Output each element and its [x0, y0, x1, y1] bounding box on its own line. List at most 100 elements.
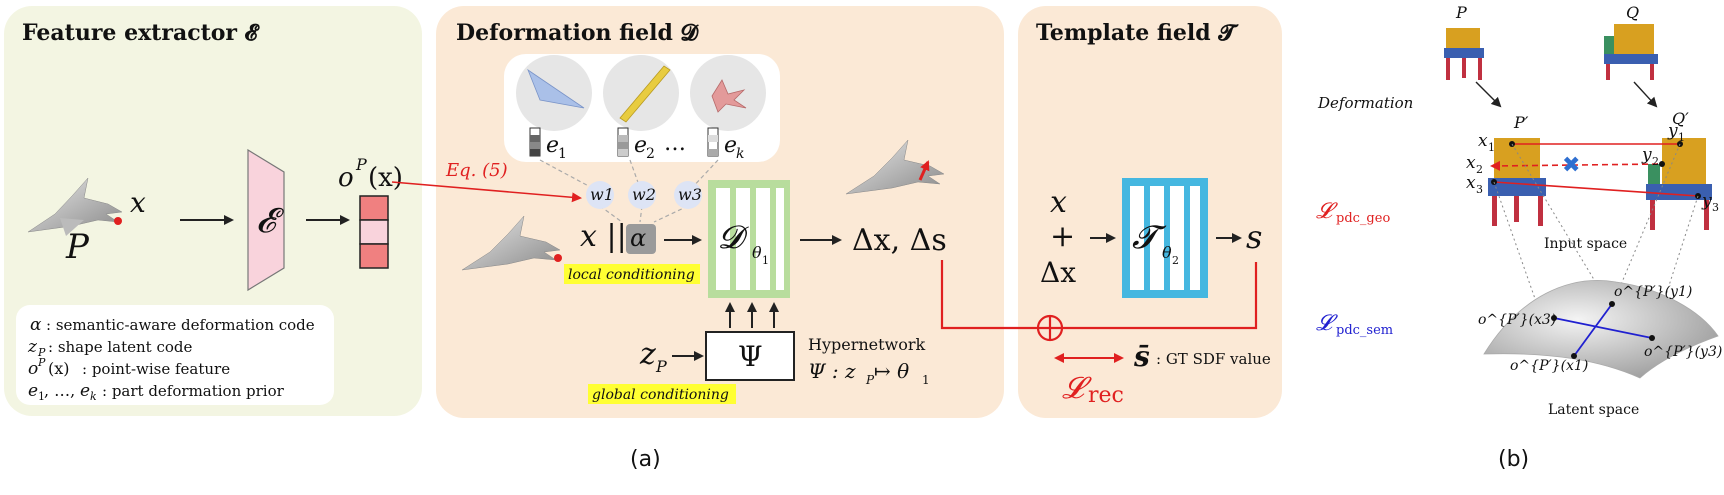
legend-alpha: α : semantic-aware deformation code [30, 315, 315, 335]
svg-text:x: x [1466, 153, 1476, 173]
svg-text:1: 1 [922, 373, 930, 387]
svg-text:k: k [736, 146, 744, 162]
svg-text:Ψ : z: Ψ : z [808, 359, 856, 383]
label-p-prime: P′ [1513, 113, 1529, 132]
legend-e: e 1 , …, e k : part deformation prior [28, 381, 285, 403]
svg-text:: point-wise feature: : point-wise feature [82, 360, 230, 378]
legend-z: z P : shape latent code [27, 337, 193, 359]
latent-line-x3-y3 [1553, 317, 1653, 339]
template-x-label: x [1050, 185, 1067, 220]
latent-point-x1: o^{P′}(x1) [1510, 358, 1588, 374]
legend-o: o P (x) : point-wise feature [28, 356, 230, 379]
chair-q-prime-icon [1646, 138, 1712, 230]
input-space-label: Input space [1544, 236, 1627, 252]
svg-text:w1: w1 [590, 185, 614, 204]
corr-line-2-dashed [1490, 160, 1663, 171]
deformation-field-title: Deformation field 𝓓 [456, 20, 700, 46]
mismatch-cross-icon: ✖ [1562, 153, 1580, 178]
svg-text:2: 2 [1172, 254, 1179, 267]
label-p: P [1455, 3, 1467, 22]
deformation-mlp-block [708, 180, 790, 298]
svg-text:w3: w3 [678, 185, 702, 204]
svg-text:θ: θ [752, 243, 762, 262]
svg-text:pdc_sem: pdc_sem [1336, 323, 1393, 338]
prior-dots: … [664, 131, 686, 156]
wing-icon [527, 68, 585, 109]
corr-line-3 [1493, 181, 1699, 197]
alpha-box [626, 224, 656, 254]
chair-q-icon [1604, 24, 1658, 80]
arrow-p-to-pprime [1475, 81, 1502, 108]
prior-code-e2: e 2 [617, 127, 655, 162]
svg-text:: part deformation prior: : part deformation prior [102, 382, 285, 400]
svg-text:1: 1 [558, 146, 567, 162]
chair-p-prime-icon [1488, 138, 1546, 226]
airplane-p-icon [27, 177, 123, 236]
feature-extractor-title: Feature extractor 𝓔 [22, 20, 261, 46]
feature-output-label: o P (x) [338, 155, 403, 193]
latent-point-y1: o^{P′}(y1) [1614, 284, 1692, 300]
hypernetwork-block [705, 331, 795, 381]
loss-path-right [1060, 262, 1258, 330]
latent-surface [1483, 280, 1719, 379]
svg-text:1: 1 [38, 390, 45, 403]
feature-vector [359, 195, 389, 269]
svg-text:α: α [30, 315, 42, 335]
svg-text:P: P [865, 373, 875, 387]
chair-p-icon [1444, 28, 1484, 80]
svg-text:w2: w2 [632, 185, 656, 204]
svg-text:z: z [27, 337, 38, 357]
svg-text:pdc_geo: pdc_geo [1336, 211, 1390, 226]
svg-text:𝓛: 𝓛 [1316, 311, 1338, 336]
template-s-label: s [1246, 218, 1262, 256]
label-q-prime: Q′ [1672, 109, 1689, 128]
template-plus: + [1050, 219, 1075, 254]
prior-code-e1: e 1 [529, 127, 567, 162]
deformation-output: Δx, Δs [852, 223, 947, 258]
svg-text:y: y [1667, 121, 1678, 141]
global-conditioning-highlight [588, 384, 736, 404]
arrow-q-to-qprime [1633, 81, 1658, 108]
deformation-label: Deformation [1317, 94, 1413, 112]
gt-sdf-label: s̄ : GT SDF value [1133, 340, 1271, 373]
svg-text:(x): (x) [368, 163, 403, 193]
legend-box [16, 305, 334, 405]
svg-text:y: y [1641, 145, 1652, 165]
eq5-label: Eq. (5) [445, 160, 508, 181]
svg-text:2: 2 [1652, 155, 1659, 168]
weight-w3 [674, 181, 702, 209]
weight-w2 [628, 181, 656, 209]
svg-text:1: 1 [1678, 131, 1685, 144]
input-x-label: x [130, 186, 146, 219]
hyper-map-label: Ψ : z P ↦ θ 1 [808, 359, 930, 387]
svg-text:↦ θ: ↦ θ [874, 359, 909, 383]
svg-text:P: P [37, 356, 46, 369]
loss-path-left [940, 260, 1040, 330]
latent-point-x3: o^{P′}(x3) [1478, 312, 1556, 328]
svg-text:3: 3 [1712, 201, 1719, 214]
svg-text:s̄: s̄ [1133, 340, 1150, 373]
svg-text:z: z [639, 337, 656, 372]
local-conditioning-highlight [564, 264, 700, 284]
svg-text:e: e [634, 133, 647, 158]
caption-b: (b) [1498, 447, 1529, 472]
alpha-label: α [630, 224, 646, 252]
loss-pdc-geo-label: 𝓛 pdc_geo [1316, 199, 1390, 226]
template-mlp-block [1122, 178, 1208, 298]
svg-text:(x): (x) [48, 359, 70, 378]
svg-text:x: x [1478, 131, 1488, 151]
svg-text:k: k [90, 390, 97, 403]
svg-text:P: P [655, 357, 667, 376]
local-conditioning-label: local conditioning [568, 267, 695, 283]
svg-text:𝓛: 𝓛 [1316, 199, 1338, 224]
svg-text:x: x [1466, 173, 1476, 193]
latent-space-label: Latent space [1548, 402, 1639, 418]
template-dx-label: Δx [1040, 256, 1076, 289]
template-field-title: Template field 𝓣 [1036, 20, 1239, 46]
svg-text:: shape latent code: : shape latent code [48, 338, 193, 356]
